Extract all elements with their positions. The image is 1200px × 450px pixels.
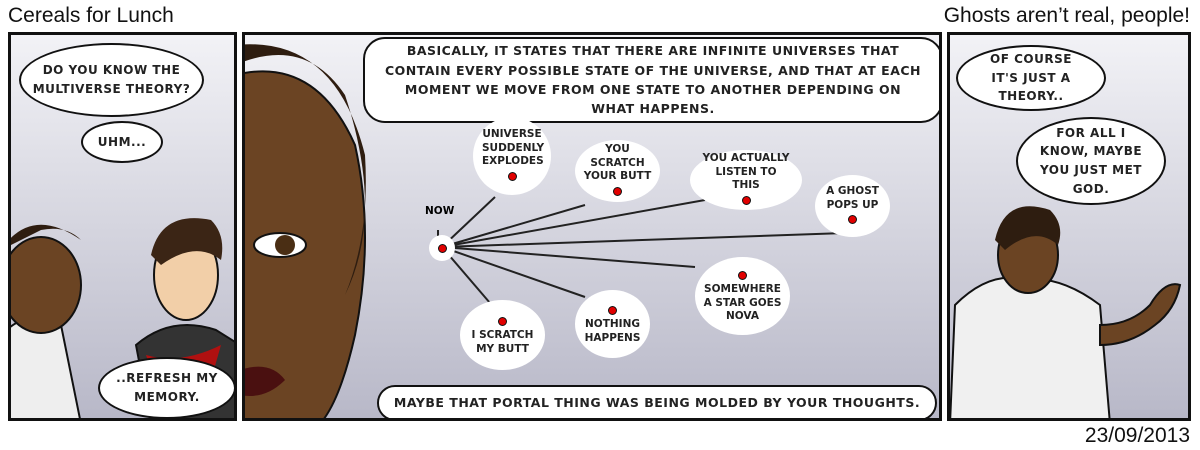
comic-subtitle: Ghosts aren’t real, people! [943,4,1190,27]
node-nothing-happens: NOTHING HAPPENS [575,290,650,358]
node-star-goes-nova: SOMEWHERE A STAR GOES NOVA [695,257,790,335]
panel-1: DO YOU KNOW THE MULTIVERSE THEORY? UHM..… [8,32,237,421]
node-you-scratch-butt: YOU SCRATCH YOUR BUTT [575,140,660,202]
branch-arrows [437,196,846,304]
speech-bubble-multiverse-question: DO YOU KNOW THE MULTIVERSE THEORY? [19,43,204,117]
panel-2: BASICALLY, IT STATES THAT THERE ARE INFI… [242,32,942,421]
speech-bubble-portal: MAYBE THAT PORTAL THING WAS BEING MOLDED… [377,385,937,418]
now-node [429,235,455,261]
node-listen-to-this: YOU ACTUALLY LISTEN TO THIS [690,150,802,210]
speech-bubble-explanation: BASICALLY, IT STATES THAT THERE ARE INFI… [363,37,939,123]
panel-3-character [950,206,1182,418]
comic-title: Cereals for Lunch [8,4,174,27]
node-ghost-pops-up: A GHOST POPS UP [815,175,890,237]
speech-bubble-uhm: UHM... [81,121,163,163]
speech-bubble-refresh-memory: ..REFRESH MY MEMORY. [98,357,234,418]
comic-date: 23/09/2013 [1084,424,1190,447]
speech-bubble-just-a-theory: OF COURSE IT'S JUST A THEORY.. [956,45,1106,111]
now-label: NOW [425,205,455,217]
panel-2-drawing [245,44,846,418]
panel-3: OF COURSE IT'S JUST A THEORY.. FOR ALL I… [947,32,1191,421]
node-i-scratch-butt: I SCRATCH MY BUTT [460,300,545,370]
speech-bubble-met-god: FOR ALL I KNOW, MAYBE YOU JUST MET GOD. [1016,117,1166,205]
node-universe-explodes: UNIVERSE SUDDENLY EXPLODES [473,117,551,195]
